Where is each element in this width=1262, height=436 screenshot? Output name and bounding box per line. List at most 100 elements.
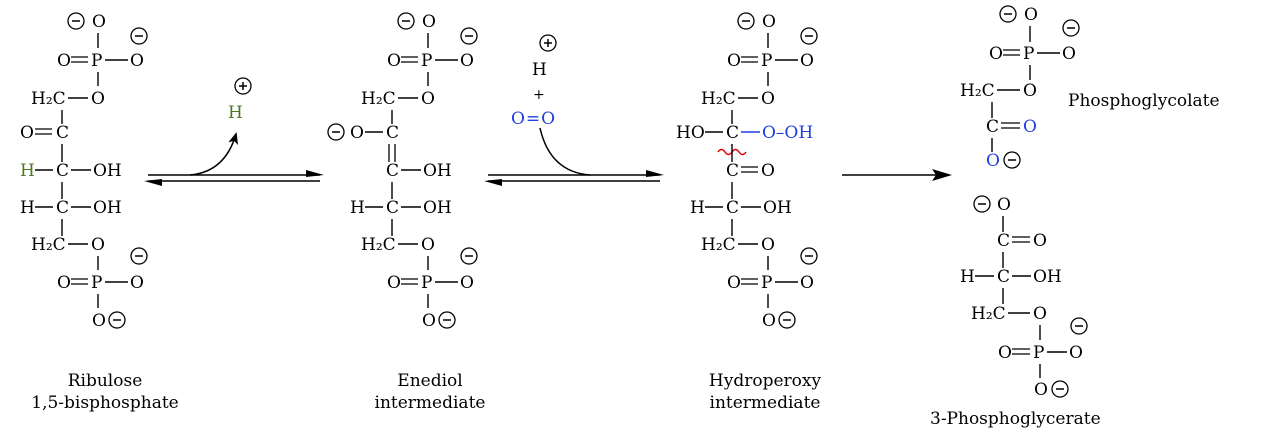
curved-arrow-oxygen-in	[539, 127, 591, 176]
atom-h2c: H₂C	[361, 89, 396, 109]
charge-minus	[999, 5, 1017, 23]
forward-arrow	[842, 169, 952, 181]
atom-o: O	[1023, 81, 1037, 101]
atom-h2c: H₂C	[31, 89, 66, 109]
atom-p: P	[1023, 44, 1034, 64]
atom-h2c: H₂C	[361, 235, 396, 255]
phosphoglycolate-structure: O O P O H₂C O C O O	[960, 5, 1080, 171]
atom-o: O	[761, 161, 775, 181]
ribulose-bisphosphate-structure: O O P O H₂C O O C H C OH H C OH H₂C O	[20, 12, 148, 331]
atom-o: O	[422, 311, 436, 331]
atom-h2c: H₂C	[701, 89, 736, 109]
atom-o: O	[92, 311, 106, 331]
caption-enediol-intermediate: Enediol intermediate	[355, 370, 505, 414]
atom-oh: OH	[423, 161, 452, 181]
atom-c: C	[726, 198, 739, 218]
atom-o: O	[421, 89, 435, 109]
atom-o-blue: O	[986, 151, 1000, 171]
charge-minus	[438, 311, 456, 329]
atom-o: O	[57, 51, 71, 71]
curved-arrow-proton-out	[189, 132, 239, 176]
atom-o: O	[91, 89, 105, 109]
atom-p: P	[1033, 343, 1044, 363]
charge-plus	[539, 34, 557, 52]
atom-o: O	[800, 51, 814, 71]
charge-minus	[778, 311, 796, 329]
proton-h-green: H	[228, 103, 243, 123]
atom-o: O	[20, 123, 34, 143]
atom-p: P	[91, 51, 102, 71]
charge-minus	[1070, 317, 1088, 335]
enediol-intermediate-structure: O O P O H₂C O O C C OH H C OH H₂C O O P	[327, 12, 478, 331]
atom-c: C	[726, 161, 739, 181]
caption-phosphoglycolate: Phosphoglycolate	[1068, 91, 1220, 111]
hydroperoxy-intermediate-structure: O O P O H₂C O HO C O–OH C O H C OH H₂C O	[676, 12, 818, 331]
charge-minus	[130, 247, 148, 265]
caption-3-phosphoglycerate: 3-Phosphoglycerate	[930, 409, 1101, 429]
atom-oh: OH	[763, 198, 792, 218]
atom-c: C	[726, 123, 739, 143]
atom-o: O	[989, 44, 1003, 64]
atom-o: O	[761, 89, 775, 109]
atom-o: O	[130, 273, 144, 293]
atom-o: O	[387, 273, 401, 293]
caption-line: Enediol	[397, 371, 463, 391]
atom-o: O	[130, 51, 144, 71]
atom-o: O	[997, 195, 1011, 215]
atom-o: O	[761, 235, 775, 255]
atom-p: P	[761, 273, 772, 293]
caption-line: Ribulose	[67, 371, 143, 391]
atom-p: P	[761, 51, 772, 71]
atom-oh: OH	[93, 161, 122, 181]
atom-o: O	[1024, 5, 1038, 25]
charge-minus	[327, 123, 345, 141]
atom-o: O	[1033, 231, 1047, 251]
atom-o: O	[57, 273, 71, 293]
atom-oh: OH	[423, 198, 452, 218]
atom-h: H	[690, 198, 705, 218]
atom-o: O	[91, 235, 105, 255]
atom-c: C	[997, 231, 1010, 251]
atom-c: C	[56, 123, 69, 143]
atom-h2c: H₂C	[971, 304, 1006, 324]
atom-c: C	[56, 198, 69, 218]
caption-line: intermediate	[374, 393, 486, 413]
caption-line: 1,5-bisphosphate	[31, 393, 179, 413]
atom-o: O	[92, 12, 106, 32]
charge-minus	[130, 27, 148, 45]
atom-h: H	[960, 267, 975, 287]
caption-line: Hydroperoxy	[708, 371, 822, 391]
atom-o: O	[1069, 343, 1083, 363]
phosphoglycerate-structure: O C O H C OH H₂C O O P O O	[960, 195, 1088, 400]
atom-ho: HO	[676, 123, 705, 143]
atom-c: C	[386, 123, 399, 143]
charge-minus	[397, 12, 415, 30]
equilibrium-arrow-2	[484, 170, 664, 186]
charge-minus	[737, 12, 755, 30]
atom-o: O	[1034, 380, 1048, 400]
charge-minus	[1003, 151, 1021, 169]
atom-p: P	[421, 273, 432, 293]
atom-h2c: H₂C	[31, 235, 66, 255]
reagent-oxygen: O=O	[511, 109, 556, 129]
reagent-proton: H	[532, 60, 547, 80]
reagents-proton-oxygen: H + O=O	[511, 34, 557, 129]
atom-o: O	[421, 235, 435, 255]
atom-c: C	[56, 161, 69, 181]
atom-oh: OH	[93, 198, 122, 218]
atom-o: O	[762, 311, 776, 331]
atom-h: H	[350, 198, 365, 218]
charge-minus	[108, 311, 126, 329]
atom-o: O	[387, 51, 401, 71]
atom-o-blue: O	[1023, 117, 1037, 137]
atom-o: O	[1033, 304, 1047, 324]
charge-minus	[1062, 19, 1080, 37]
atom-c: C	[386, 198, 399, 218]
atom-o: O	[1062, 44, 1076, 64]
atom-o: O	[422, 12, 436, 32]
atom-h-green: H	[20, 161, 35, 181]
proton-released: H	[228, 77, 252, 123]
atom-p: P	[421, 51, 432, 71]
charge-minus	[460, 247, 478, 265]
atom-o: O	[460, 51, 474, 71]
